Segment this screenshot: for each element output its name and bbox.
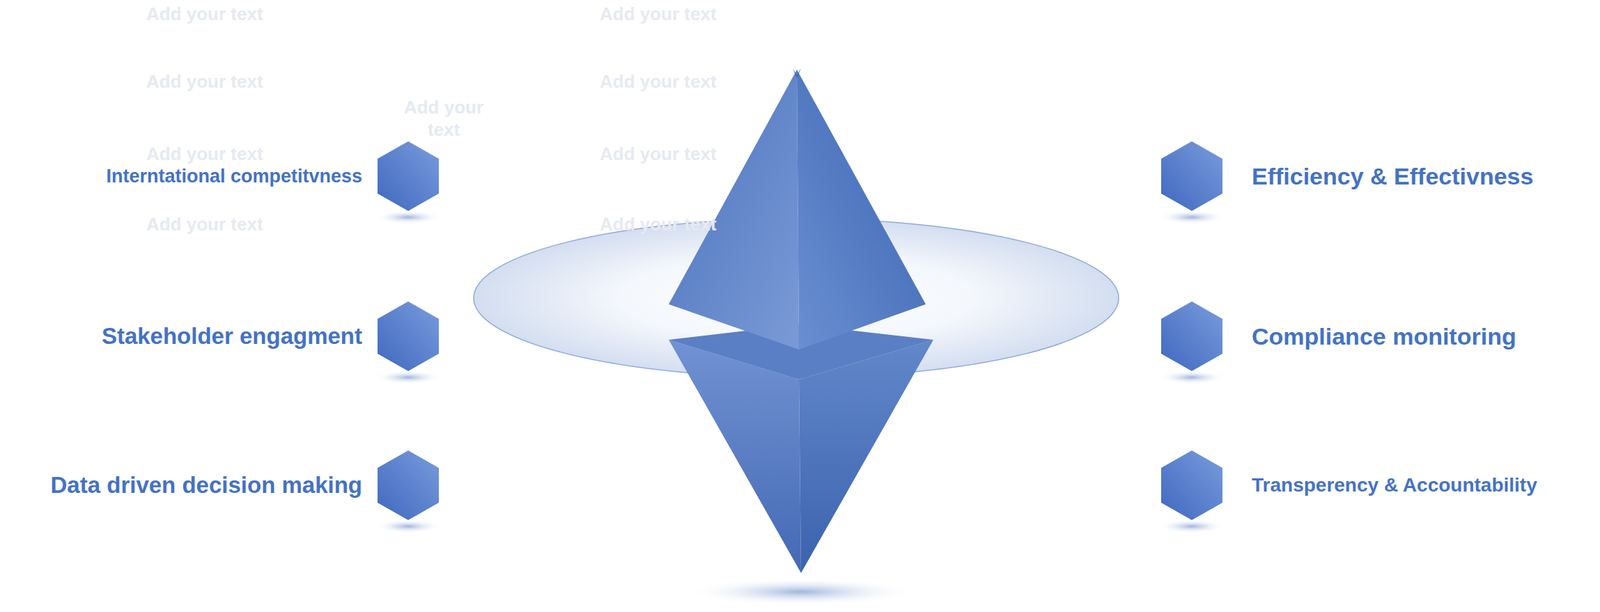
hexagon-item: Data driven decision making bbox=[50, 450, 439, 521]
hexagon bbox=[1161, 141, 1223, 212]
hexagon-shape bbox=[377, 450, 439, 521]
hexagon bbox=[377, 141, 439, 212]
hexagon bbox=[377, 450, 439, 521]
item-label: Stakeholder engagment bbox=[101, 323, 363, 350]
placeholder-text: Add your text bbox=[146, 213, 264, 236]
hexagon-item: Stakeholder engagment bbox=[101, 301, 439, 372]
hexagon-shape bbox=[377, 141, 439, 212]
placeholder-text: Add your text bbox=[394, 96, 493, 141]
placeholder-text: Add your text bbox=[146, 70, 264, 93]
item-label: Efficiency & Effectivness bbox=[1251, 162, 1534, 191]
item-label: Transperency & Accountability bbox=[1251, 474, 1538, 497]
hexagon-item: Transperency & Accountability bbox=[1161, 450, 1538, 521]
hexagon-shape bbox=[1161, 450, 1223, 521]
hexagon-shape bbox=[1161, 301, 1223, 372]
hexagon-item: Efficiency & Effectivness bbox=[1161, 141, 1534, 212]
hexagon bbox=[1161, 301, 1223, 372]
hexagon-shape bbox=[377, 301, 439, 372]
placeholder-text: Add your text bbox=[146, 2, 264, 26]
item-label: Data driven decision making bbox=[50, 472, 363, 499]
placeholder-text: Add your text bbox=[599, 70, 717, 93]
placeholder-text: Add your text bbox=[599, 213, 717, 236]
hexagon-item: Compliance monitoring bbox=[1161, 301, 1517, 372]
hexagon bbox=[377, 301, 439, 372]
placeholder-text: Add your text bbox=[599, 142, 717, 166]
item-label: Interntational competitvness bbox=[105, 165, 363, 188]
hexagon bbox=[1161, 450, 1223, 521]
placeholder-text: Add your text bbox=[599, 2, 717, 26]
item-label: Compliance monitoring bbox=[1251, 323, 1517, 351]
base-shadow bbox=[686, 578, 916, 607]
placeholder-text: Add your text bbox=[146, 142, 264, 166]
hexagon-shape bbox=[1161, 141, 1223, 212]
